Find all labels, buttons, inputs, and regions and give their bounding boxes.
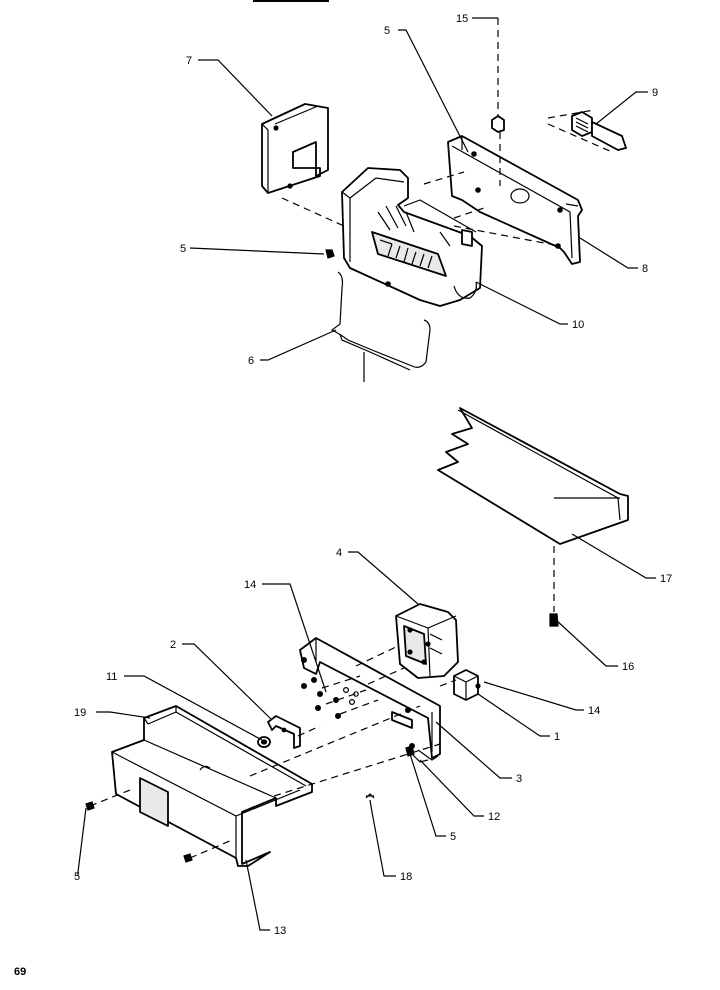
callout-12: 12 bbox=[488, 811, 500, 823]
part-6-wire bbox=[330, 271, 431, 382]
part-4-switch-block bbox=[395, 603, 459, 679]
callout-13: 13 bbox=[274, 925, 286, 937]
callout-5: 5 bbox=[384, 25, 390, 37]
callout-7: 7 bbox=[186, 55, 192, 67]
part-3-bracket bbox=[299, 637, 441, 761]
part-2-clamp bbox=[267, 715, 301, 749]
part-7-cover bbox=[261, 103, 329, 194]
callout-9: 9 bbox=[652, 87, 658, 99]
callout-16: 16 bbox=[622, 661, 634, 673]
callout-4: 4 bbox=[336, 547, 342, 559]
assembly-lines-upper bbox=[281, 18, 613, 247]
part-16-screw bbox=[549, 613, 559, 627]
callout-18: 18 bbox=[400, 871, 412, 883]
callout-labels: 7 5 15 9 5 8 10 6 17 16 4 14 2 11 19 14 … bbox=[74, 13, 672, 937]
part-18-screw bbox=[365, 793, 375, 813]
part-17-shield bbox=[437, 407, 629, 612]
page-number: 69 bbox=[14, 966, 27, 978]
callout-8: 8 bbox=[642, 263, 648, 275]
callout-14: 14 bbox=[588, 705, 600, 717]
callout-5: 5 bbox=[450, 831, 456, 843]
part-5-screws bbox=[85, 249, 415, 863]
callout-15: 15 bbox=[456, 13, 468, 25]
callout-5: 5 bbox=[74, 871, 80, 883]
callout-1: 1 bbox=[554, 731, 560, 743]
part-15-clip bbox=[491, 115, 505, 133]
callout-2: 2 bbox=[170, 639, 176, 651]
callout-5: 5 bbox=[180, 243, 186, 255]
leader-lines bbox=[77, 17, 656, 931]
top-rule bbox=[253, 0, 329, 2]
callout-14: 14 bbox=[244, 579, 256, 591]
hardware-fasteners bbox=[311, 675, 379, 719]
callout-10: 10 bbox=[572, 319, 584, 331]
callout-19: 19 bbox=[74, 707, 86, 719]
callout-17: 17 bbox=[660, 573, 672, 585]
part-1-relay bbox=[453, 669, 481, 701]
callout-3: 3 bbox=[516, 773, 522, 785]
part-12-screw bbox=[411, 753, 429, 763]
callout-6: 6 bbox=[248, 355, 254, 367]
part-13-housing bbox=[111, 705, 313, 867]
part-10-ice-maker bbox=[341, 167, 483, 307]
part-19-edge-trim bbox=[143, 706, 177, 725]
part-9-connector bbox=[571, 111, 627, 151]
callout-11: 11 bbox=[106, 671, 117, 683]
part-8-mounting-plate bbox=[447, 135, 583, 265]
